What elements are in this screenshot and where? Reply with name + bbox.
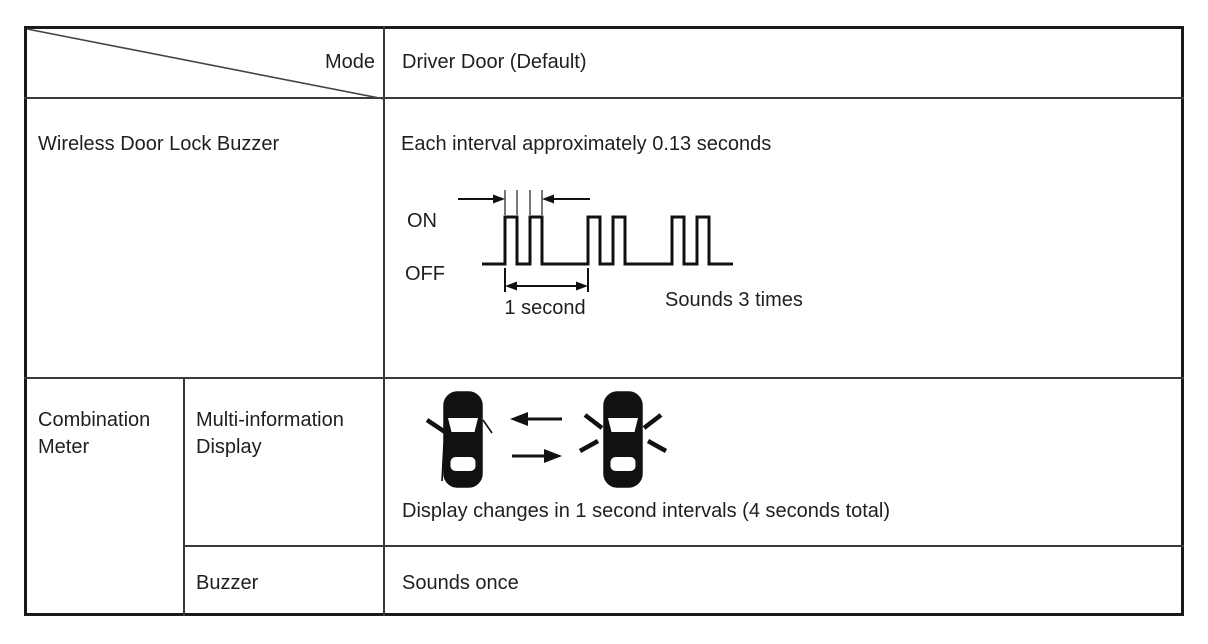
interval-description: Each interval approximately 0.13 seconds <box>401 133 772 155</box>
display-change-diagram <box>425 391 668 488</box>
right-arrow-icon <box>512 449 562 463</box>
buzzer-label: Buzzer <box>196 572 259 594</box>
table-outer-border <box>24 26 1184 616</box>
sounds-3-times-label: Sounds 3 times <box>665 289 803 311</box>
combination-meter-label: Combination Meter <box>38 409 151 458</box>
interval-tick-marks <box>504 190 543 215</box>
one-second-dimension <box>504 268 589 292</box>
header-corner-label: Mode <box>324 51 375 73</box>
grid-line-row3-bottom <box>184 545 1184 547</box>
one-second-label: 1 second <box>504 297 586 319</box>
grid-line-row2-bottom <box>24 377 1184 379</box>
waveform-off-label: OFF <box>405 263 445 285</box>
wireless-door-lock-buzzer-label: Wireless Door Lock Buzzer <box>38 133 280 155</box>
buzzer-waveform-diagram <box>458 190 733 292</box>
grid-line-main-column <box>383 26 385 616</box>
interval-arrows <box>458 194 590 204</box>
sounds-once-text: Sounds once <box>402 572 519 594</box>
display-changes-text: Display changes in 1 second intervals (4… <box>402 500 891 522</box>
square-wave <box>482 215 733 266</box>
grid-line-header-bottom <box>24 97 1184 99</box>
car-driver-door-icon <box>425 391 493 488</box>
car-all-doors-icon <box>578 391 668 488</box>
header-diagonal-line <box>26 28 385 100</box>
waveform-on-label: ON <box>407 210 437 232</box>
left-arrow-icon <box>510 412 562 426</box>
multi-information-display-label: Multi-information Display <box>196 409 344 458</box>
grid-line-sub-column <box>183 377 185 616</box>
header-mode-value: Driver Door (Default) <box>402 51 587 73</box>
